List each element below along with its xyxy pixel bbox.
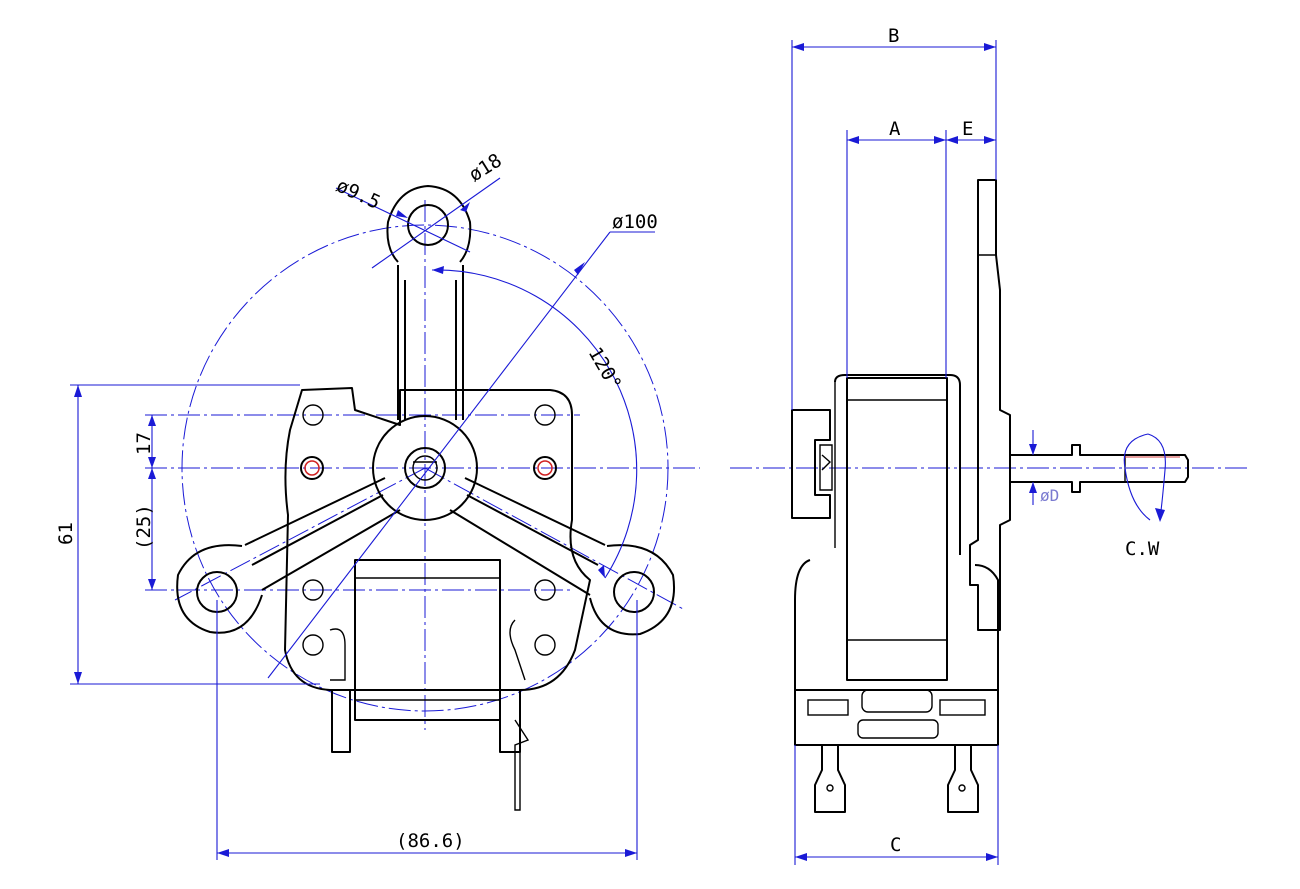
angle-arc: [431, 269, 638, 579]
arm-centerline-right: [424, 467, 686, 611]
boss-dia-label: ø18: [465, 149, 506, 186]
side-view: C.W øD B A E C: [730, 25, 1250, 865]
side-terminal-block: [794, 689, 999, 746]
bracket-arm-top: [397, 265, 464, 420]
stator-plate: [284, 387, 591, 691]
coil-bobbin: [354, 559, 501, 721]
arm-centerline-left: [174, 467, 426, 601]
dim-B-label: B: [888, 25, 899, 47]
side-bracket: [969, 179, 1011, 631]
rotation-label: C.W: [1125, 538, 1160, 560]
top-mount-hole: [407, 204, 449, 246]
dim-61-label: 61: [55, 522, 77, 545]
side-terminal-pin-left: [814, 745, 846, 813]
circle-dia-label: ø100: [612, 211, 658, 233]
dim-86-label: (86.6): [396, 830, 465, 852]
hub-bearing: [404, 447, 446, 489]
side-left-cap: [791, 409, 831, 519]
front-terminal-right: [499, 690, 521, 753]
lead-wire: [514, 719, 530, 811]
shaft-dia-label: øD: [1040, 486, 1059, 505]
dim-A-label: A: [889, 118, 901, 140]
right-boss: [589, 544, 675, 636]
shaft: [1010, 444, 1189, 493]
central-hub: [372, 415, 478, 521]
side-lower-housing: [794, 559, 999, 691]
left-boss: [176, 544, 263, 634]
side-coil: [846, 377, 948, 681]
side-stator: [834, 374, 961, 555]
side-clip-left: [329, 628, 346, 681]
dim-25-label: (25): [133, 504, 155, 550]
front-view: ø9.5 ø18 ø100 120° 17 (25) 61 (86.6): [55, 149, 700, 860]
right-mount-hole: [613, 571, 655, 613]
angle-label: 120°: [584, 344, 626, 395]
side-terminal-pin-right: [947, 745, 979, 813]
bracket-arm-right: [449, 477, 606, 596]
side-clip-right: [509, 619, 526, 681]
plate-holes: [300, 404, 557, 656]
hole-dia-label: ø9.5: [333, 175, 384, 214]
shaft-circle: [412, 455, 438, 481]
dim-E-label: E: [962, 118, 973, 140]
rotation-arrow: [1123, 433, 1166, 521]
dim-C-label: C: [890, 834, 901, 856]
top-boss: [386, 185, 472, 263]
dim-17-label: 17: [133, 432, 155, 455]
bracket-arm-left: [244, 477, 401, 591]
front-terminal-left: [331, 690, 351, 753]
